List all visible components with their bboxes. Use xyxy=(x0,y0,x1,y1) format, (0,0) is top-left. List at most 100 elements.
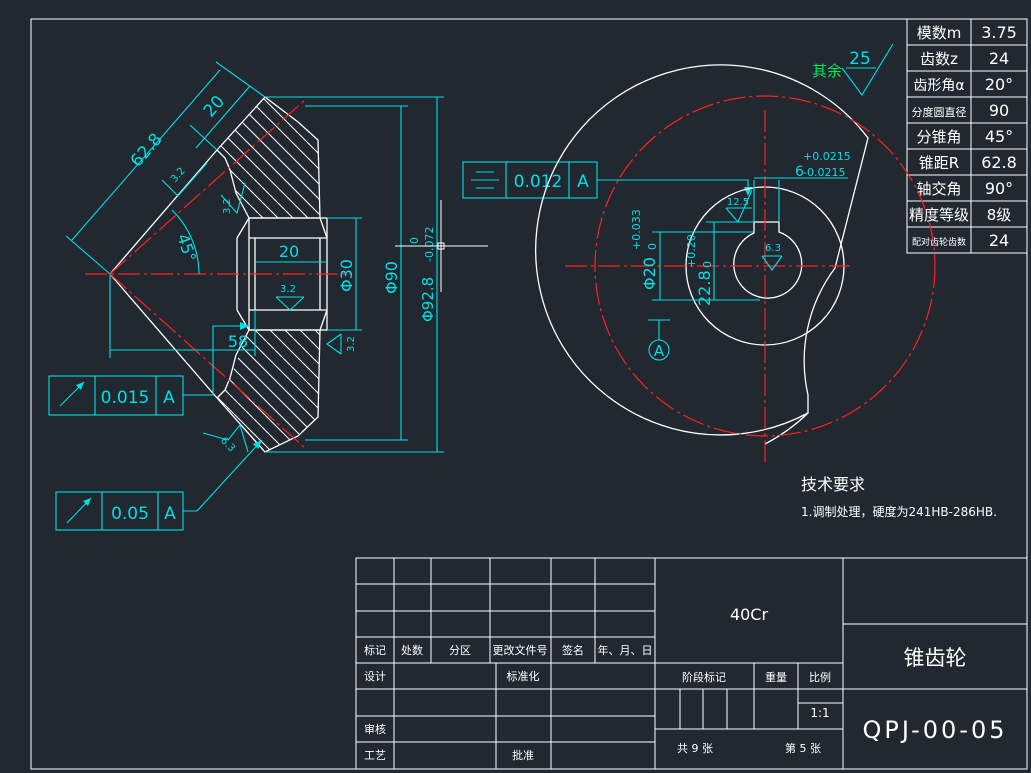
roughness-rest-value: 25 xyxy=(849,49,871,69)
param-label-teeth: 齿数z xyxy=(920,50,958,68)
keyway-width-text: 6 xyxy=(795,164,804,180)
dimension-pitch-90: Φ90 xyxy=(305,105,408,441)
gear-outline-bottom xyxy=(216,329,321,453)
svg-text:工艺: 工艺 xyxy=(364,749,386,762)
keyway-tol-upper: +0.0215 xyxy=(803,150,851,163)
material-text: 40Cr xyxy=(730,605,769,624)
runout-1-datum: A xyxy=(163,388,175,408)
roughness-back-symbol: 3.2 xyxy=(220,182,246,215)
part-name-text: 锥齿轮 xyxy=(904,646,967,670)
svg-text:第 5 张: 第 5 张 xyxy=(785,741,821,755)
param-value-mating-teeth: 24 xyxy=(989,231,1009,250)
param-value-pitch-dia: 90 xyxy=(989,101,1009,120)
svg-text:标记: 标记 xyxy=(364,643,386,657)
dim-mount-distance-text: 58 xyxy=(228,332,248,351)
roughness-rest-prefix: 其余 xyxy=(812,62,842,80)
svg-text:批准: 批准 xyxy=(512,748,534,762)
svg-text:签名: 签名 xyxy=(562,643,584,657)
svg-text:比例: 比例 xyxy=(809,670,831,684)
svg-text:重量: 重量 xyxy=(765,670,787,684)
param-label-module: 模数m xyxy=(917,24,962,42)
dimension-20-face: 20 xyxy=(189,85,251,151)
dim-cone-distance-text: 62.8 xyxy=(127,130,167,172)
runout-2-value: 0.05 xyxy=(111,504,149,524)
pitch-cone-line-top xyxy=(109,99,306,275)
bore-tol-upper: +0.033 xyxy=(630,209,643,250)
dimension-58: 58 xyxy=(109,275,256,358)
pitch-cone-line-bottom xyxy=(109,273,306,449)
dim-bore-dia-text: Φ30 xyxy=(337,259,356,292)
dim-hub-length-text: 20 xyxy=(279,242,299,261)
dimension-45-angle: 45° xyxy=(171,209,200,275)
gear-outline-top xyxy=(216,96,321,219)
dimension-62-8: 62.8 xyxy=(65,61,266,275)
dim-tip-tol-upper: 0 xyxy=(408,237,421,244)
roughness-keyway-symbol xyxy=(725,189,753,224)
roughness-keyside-symbol xyxy=(761,255,783,271)
cone-face-line-top xyxy=(109,149,218,275)
param-label-shaft-angle: 轴交角 xyxy=(916,180,961,198)
tech-requirements-title: 技术要求 xyxy=(801,475,865,494)
parameter-table: 模数m 3.75 齿数z 24 齿形角α 20° 分度圆直径 90 分锥角 45… xyxy=(906,18,1028,254)
bore-tol-lower: 0 xyxy=(646,243,659,250)
key-depth-tol-lower: 0 xyxy=(701,261,714,268)
svg-text:分区: 分区 xyxy=(449,644,471,657)
dim-pitch-dia-text: Φ90 xyxy=(382,261,401,294)
runout-1-value: 0.015 xyxy=(101,388,150,408)
svg-text:审核: 审核 xyxy=(364,722,386,736)
dimension-20-hub: 20 xyxy=(255,242,327,263)
param-label-cone-angle: 分锥角 xyxy=(916,128,961,146)
svg-text:标准化: 标准化 xyxy=(507,669,540,683)
symmetry-datum: A xyxy=(577,172,589,192)
param-value-teeth: 24 xyxy=(989,49,1009,68)
param-value-module: 3.75 xyxy=(981,23,1017,42)
runout-2-datum: A xyxy=(164,504,176,524)
param-label-pitch-dia: 分度圆直径 xyxy=(912,105,967,119)
roughness-hub-symbol: 3.2 xyxy=(326,333,357,355)
param-label-pressure-angle: 齿形角α xyxy=(913,78,964,94)
param-label-cone-distance: 锥距R xyxy=(919,154,959,172)
svg-text:3.2: 3.2 xyxy=(280,284,296,295)
dimension-tip-92-8: Φ92.8 0 -0.072 xyxy=(265,96,444,453)
symmetry-frame: 0.012 A xyxy=(462,161,752,199)
param-value-shaft-angle: 90° xyxy=(985,179,1013,198)
svg-text:共 9 张: 共 9 张 xyxy=(677,742,713,755)
dim-tip-dia-text: Φ92.8 xyxy=(419,277,437,322)
svg-text:6.3: 6.3 xyxy=(765,243,781,254)
dimension-bore-30: Φ30 xyxy=(327,217,362,331)
crosshair-cursor xyxy=(395,200,488,292)
svg-text:年、月、日: 年、月、日 xyxy=(598,643,653,657)
side-view: 6 +0.0215 -0.0215 Φ20 +0.033 0 22.8 +0.2… xyxy=(535,64,936,462)
runout-frame-1: 0.015 A xyxy=(48,322,249,416)
dim-cone-angle-text: 45° xyxy=(173,231,200,264)
scale-value: 1:1 xyxy=(810,706,829,720)
svg-text:3.2: 3.2 xyxy=(222,198,233,214)
svg-text:阶段标记: 阶段标记 xyxy=(682,670,726,684)
bore-with-keyway xyxy=(733,221,803,299)
title-block: 40Cr 锥齿轮 QPJ-00-05 标记 处数 分区 更改文件号 签名 年、月… xyxy=(355,557,1028,770)
svg-text:设计: 设计 xyxy=(364,670,386,683)
param-label-mating-teeth: 配对齿轮齿数 xyxy=(912,236,966,248)
key-depth-tol-upper: +0.20 xyxy=(685,234,698,268)
dim-face-width-text: 20 xyxy=(200,92,229,121)
param-value-cone-angle: 45° xyxy=(985,127,1013,146)
gear-outer-profile xyxy=(535,64,869,436)
keyway-tol-lower: -0.0215 xyxy=(803,166,845,179)
svg-text:3.2: 3.2 xyxy=(346,336,357,352)
roughness-bore-symbol: 3.2 xyxy=(275,284,305,311)
svg-text:处数: 处数 xyxy=(401,644,423,657)
param-value-pressure-angle: 20° xyxy=(985,75,1013,94)
symmetry-value: 0.012 xyxy=(514,172,563,192)
svg-text:12.5: 12.5 xyxy=(727,197,749,208)
tech-requirement-item: 1.调制处理，硬度为241HB-286HB. xyxy=(801,504,997,519)
datum-a-label: A xyxy=(654,342,665,360)
cone-face-line-bottom xyxy=(109,273,218,399)
drawing-number-text: QPJ-00-05 xyxy=(863,716,1008,744)
param-label-accuracy: 精度等级 xyxy=(909,206,969,224)
param-value-cone-distance: 62.8 xyxy=(981,153,1017,172)
roughness-face-symbol: 3.2 xyxy=(161,162,208,197)
dim-tip-tol-lower: -0.072 xyxy=(423,227,436,262)
svg-text:3.2: 3.2 xyxy=(169,166,188,185)
param-value-accuracy: 8级 xyxy=(987,206,1012,224)
